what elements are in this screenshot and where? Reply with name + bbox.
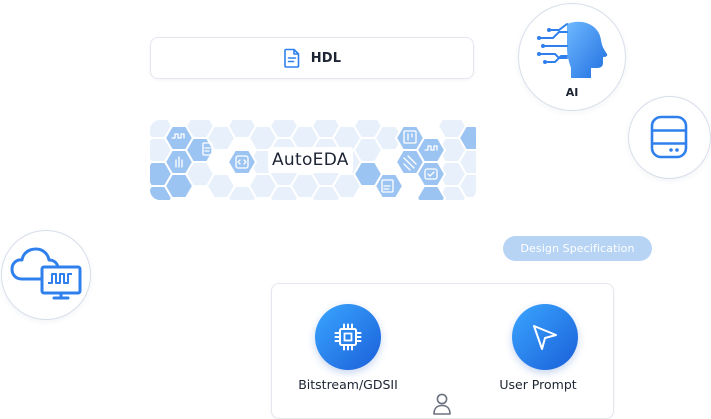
user-icon [432,393,452,415]
bitstream-label: Bitstream/GDSII [298,377,398,392]
user-prompt-button[interactable] [512,304,578,370]
bitstream-button[interactable] [315,304,381,370]
ai-label: AI [565,86,579,99]
send-icon [530,322,560,352]
user-tab [412,384,472,418]
chip-icon [334,323,362,351]
cloud-node [1,230,91,320]
hdl-label: HDL [310,50,342,66]
database-node [628,96,711,179]
database-icon [649,114,689,160]
ai-head-icon [537,18,609,80]
autoeda-banner: AutoEDA [150,120,476,200]
cloud-monitor-icon [10,245,82,301]
autoeda-label: AutoEDA [268,147,353,173]
document-icon [283,48,301,68]
ai-node: AI [518,3,626,111]
hdl-box: HDL [150,37,474,79]
user-prompt-label: User Prompt [499,377,577,392]
hexagon-pattern [150,120,476,200]
design-specification-pill: Design Specification [503,236,652,261]
waveform-icon [171,133,185,139]
